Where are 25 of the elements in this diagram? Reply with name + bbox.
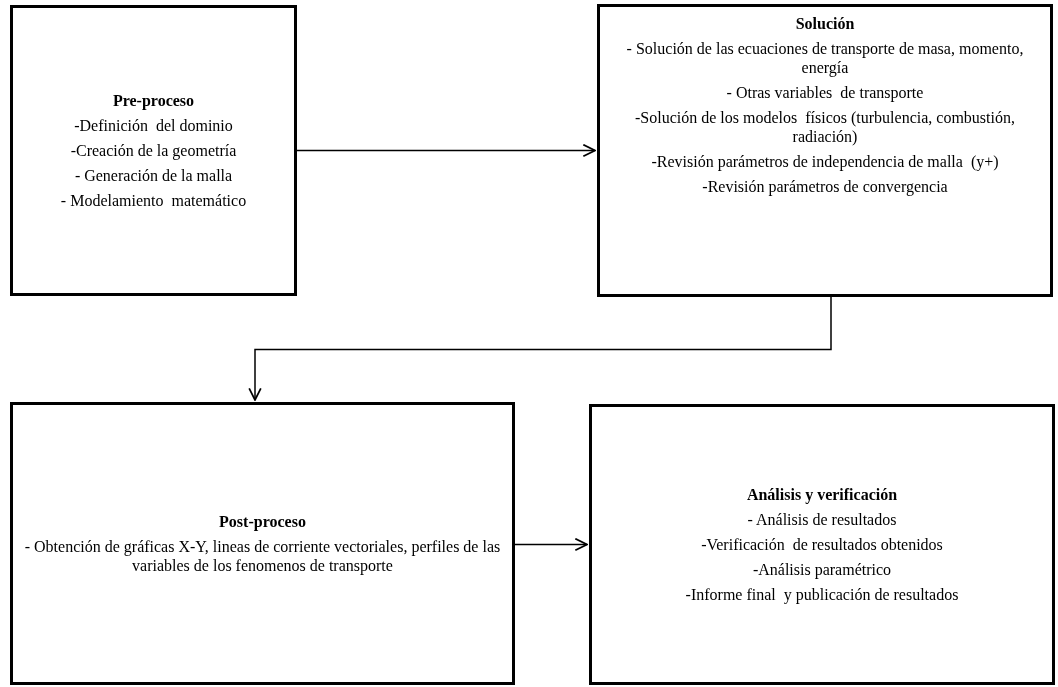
- process-box: [10, 402, 515, 685]
- process-box: [589, 404, 1055, 685]
- box-heading: Post-proceso: [219, 512, 306, 531]
- process-box: [10, 5, 297, 296]
- list-item: -Informe final y publicación de resultados: [685, 585, 959, 604]
- list-item: - Análisis de resultados: [747, 510, 897, 529]
- list-item: -Revisión parámetros de independencia de malla (y+): [651, 152, 999, 171]
- list-item: - Obtención de gráficas X-Y, lineas de corriente vectoriales, perfiles de las variables de los fenomenos de transporte: [23, 537, 502, 575]
- list-item: -Análisis paramétrico: [752, 560, 892, 579]
- list-item: -Definición del dominio: [74, 116, 233, 135]
- list-item: -Revisión parámetros de convergencia: [702, 177, 948, 196]
- arrow: [248, 296, 832, 401]
- list-item: -Verificación de resultados obtenidos: [701, 535, 943, 554]
- process-box: [597, 4, 1053, 297]
- arrow: [296, 143, 596, 158]
- box-heading: Análisis y verificación: [746, 485, 898, 504]
- box-heading: Solución: [795, 14, 855, 33]
- box-heading: Pre-proceso: [112, 91, 195, 110]
- arrow: [514, 537, 588, 552]
- list-item: - Generación de la malla: [74, 166, 233, 185]
- list-item: - Modelamiento matemático: [60, 191, 247, 210]
- list-item: - Solución de las ecuaciones de transporte de masa, momento, energía: [625, 39, 1025, 77]
- list-item: -Creación de la geometría: [70, 141, 237, 160]
- list-item: -Solución de los modelos físicos (turbulencia, combustión, radiación): [634, 108, 1016, 146]
- list-item: - Otras variables de transporte: [726, 83, 924, 102]
